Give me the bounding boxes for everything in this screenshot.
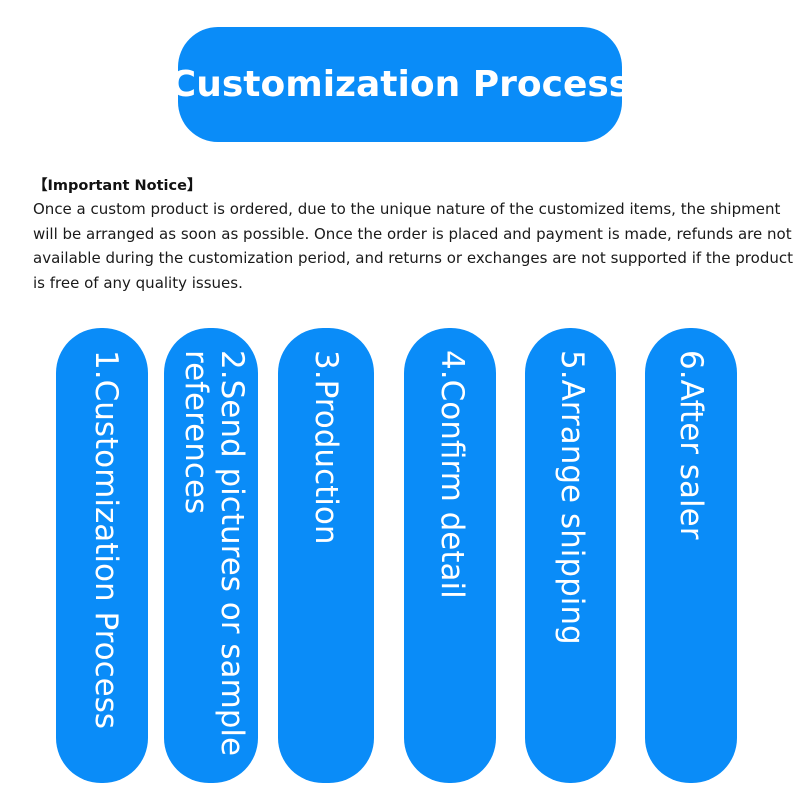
step-1-label: 1.Customization Process xyxy=(88,350,124,730)
important-notice: 【Important Notice】 Once a custom product… xyxy=(33,176,793,295)
step-3-pill: 3.Production xyxy=(278,328,374,783)
step-6-pill: 6.After saler xyxy=(645,328,737,783)
step-2-label: 2.Send pictures or sample references xyxy=(178,350,250,757)
step-3-label: 3.Production xyxy=(308,350,344,545)
notice-body: Once a custom product is ordered, due to… xyxy=(33,200,793,292)
step-5-pill: 5.Arrange shipping xyxy=(525,328,616,783)
step-4-pill: 4.Confirm detail xyxy=(404,328,496,783)
step-2-pill: 2.Send pictures or sample references xyxy=(164,328,258,783)
step-1-pill: 1.Customization Process xyxy=(56,328,148,783)
page-title: Customization Process xyxy=(169,64,631,105)
step-6-label: 6.After saler xyxy=(673,350,709,540)
title-banner: Customization Process xyxy=(170,27,630,142)
notice-heading: 【Important Notice】 xyxy=(33,178,202,194)
step-4-label: 4.Confirm detail xyxy=(434,350,470,599)
step-5-label: 5.Arrange shipping xyxy=(554,350,590,645)
